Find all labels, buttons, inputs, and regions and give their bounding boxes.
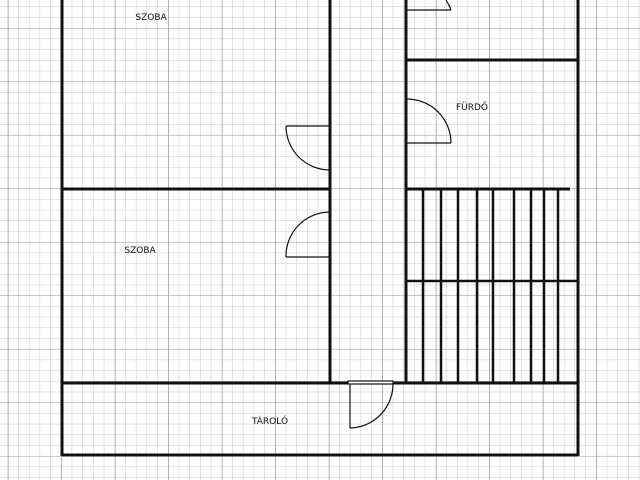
room-label-tarolo: TÁROLÓ [251, 417, 289, 427]
door-szoba-mid [285, 211, 331, 258]
door-top-right [406, 0, 452, 11]
door-szoba-top [285, 125, 331, 171]
walls [60, 0, 580, 457]
door-tarolo [347, 380, 394, 429]
doors [285, 0, 452, 429]
stair-grid [406, 189, 578, 383]
door-furdo [405, 98, 452, 144]
room-label-furdo: FÜRDŐ [455, 103, 489, 113]
room-label-szoba: SZOBA [124, 246, 156, 256]
room-label-szoba: SZOBA [135, 13, 167, 23]
